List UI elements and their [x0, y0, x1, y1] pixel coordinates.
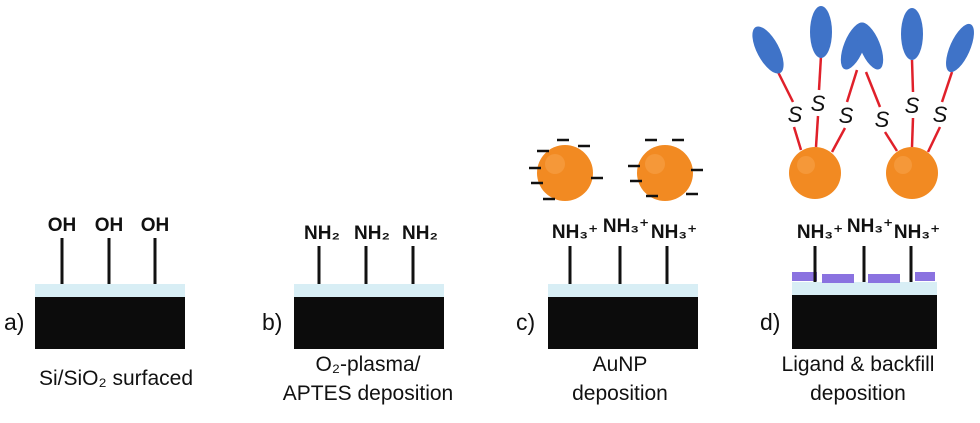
- ligand-heads: [752, 6, 974, 74]
- backfill-molecule: [868, 274, 900, 283]
- negative-charges: [529, 138, 603, 201]
- ligand-head-icon: [810, 6, 832, 58]
- sulfur-atom: S: [933, 102, 948, 127]
- panel-d: NH₃⁺ NH₃⁺ NH₃⁺ S S S S S S: [752, 6, 974, 405]
- panel-letter: d): [760, 309, 780, 335]
- nanoparticle-highlight: [545, 154, 565, 174]
- oxide-layer: [294, 284, 444, 297]
- panel-a: OH OH OH a) Si/SiO₂ surfaced: [4, 215, 193, 390]
- silicon-substrate: [792, 295, 937, 349]
- ammonium-group: NH₃⁺: [552, 222, 598, 243]
- linker-segment: [910, 59, 915, 93]
- linker-segment: [864, 71, 882, 108]
- sulfur-atom: S: [811, 91, 826, 116]
- gold-nanoparticle: [789, 147, 841, 199]
- amine-group: NH₂: [402, 223, 438, 244]
- backfill-molecule: [915, 272, 935, 281]
- ammonium-group: NH₃⁺: [894, 222, 940, 243]
- panel-caption: APTES deposition: [283, 382, 453, 405]
- gold-nanoparticle: [637, 145, 693, 201]
- panel-caption: AuNP: [593, 353, 648, 376]
- oxide-layer: [792, 282, 937, 295]
- linker-segment: [926, 126, 942, 153]
- ammonium-group: NH₃⁺: [651, 222, 697, 243]
- linker-segment: [776, 71, 795, 103]
- sulfur-atom: S: [905, 93, 920, 118]
- hydroxyl-group: OH: [48, 215, 77, 236]
- backfill-molecule: [792, 272, 817, 281]
- panel-caption: deposition: [810, 382, 906, 405]
- linker-segment: [940, 71, 954, 103]
- panel-letter: c): [516, 309, 535, 335]
- nanoparticle-highlight: [645, 154, 665, 174]
- hydroxyl-group: OH: [95, 215, 124, 236]
- oxide-layer: [35, 284, 185, 297]
- linker-segment: [817, 55, 823, 91]
- panel-caption: Si/SiO₂ surfaced: [39, 367, 193, 390]
- nanoparticle-highlight: [894, 156, 912, 174]
- panel-c: NH₃⁺ NH₃⁺ NH₃⁺ c) AuNP deposi: [516, 138, 703, 405]
- negative-charges: [628, 138, 703, 198]
- linker-segment: [792, 126, 803, 151]
- sulfur-atom: S: [788, 102, 803, 127]
- linker-segment: [883, 131, 899, 152]
- gold-nanoparticle: [886, 147, 938, 199]
- gold-nanoparticle: [537, 145, 593, 201]
- ligand-head-icon: [856, 22, 884, 70]
- amine-group: NH₂: [304, 223, 340, 244]
- backfill-molecule: [822, 274, 854, 283]
- silicon-substrate: [35, 297, 185, 349]
- panel-letter: a): [4, 309, 24, 335]
- ammonium-group: NH₃⁺: [797, 222, 843, 243]
- silicon-substrate: [548, 297, 698, 349]
- hydroxyl-group: OH: [141, 215, 170, 236]
- panel-caption: deposition: [572, 382, 668, 405]
- ammonium-group: NH₃⁺: [847, 216, 893, 237]
- sulfur-atom: S: [839, 103, 854, 128]
- linker-segment: [910, 117, 915, 148]
- ammonium-group: NH₃⁺: [603, 216, 649, 237]
- panel-letter: b): [262, 309, 282, 335]
- linker-segment: [830, 127, 847, 153]
- amine-group: NH₂: [354, 223, 390, 244]
- linker-segment: [814, 115, 820, 148]
- thiol-linkers: [776, 55, 954, 153]
- panel-caption: O₂-plasma/: [315, 353, 420, 376]
- oxide-layer: [548, 284, 698, 297]
- ligand-head-icon: [901, 8, 923, 60]
- ligand-head-icon: [752, 26, 784, 74]
- panel-caption: Ligand & backfill: [782, 353, 935, 376]
- nanoparticle-highlight: [797, 156, 815, 174]
- ligand-head-icon: [946, 23, 974, 73]
- linker-segment: [845, 69, 859, 103]
- panel-b: NH₂ NH₂ NH₂ b) O₂-plasma/ APTES depositi…: [262, 223, 453, 405]
- silicon-substrate: [294, 297, 444, 349]
- sulfur-atom: S: [875, 107, 890, 132]
